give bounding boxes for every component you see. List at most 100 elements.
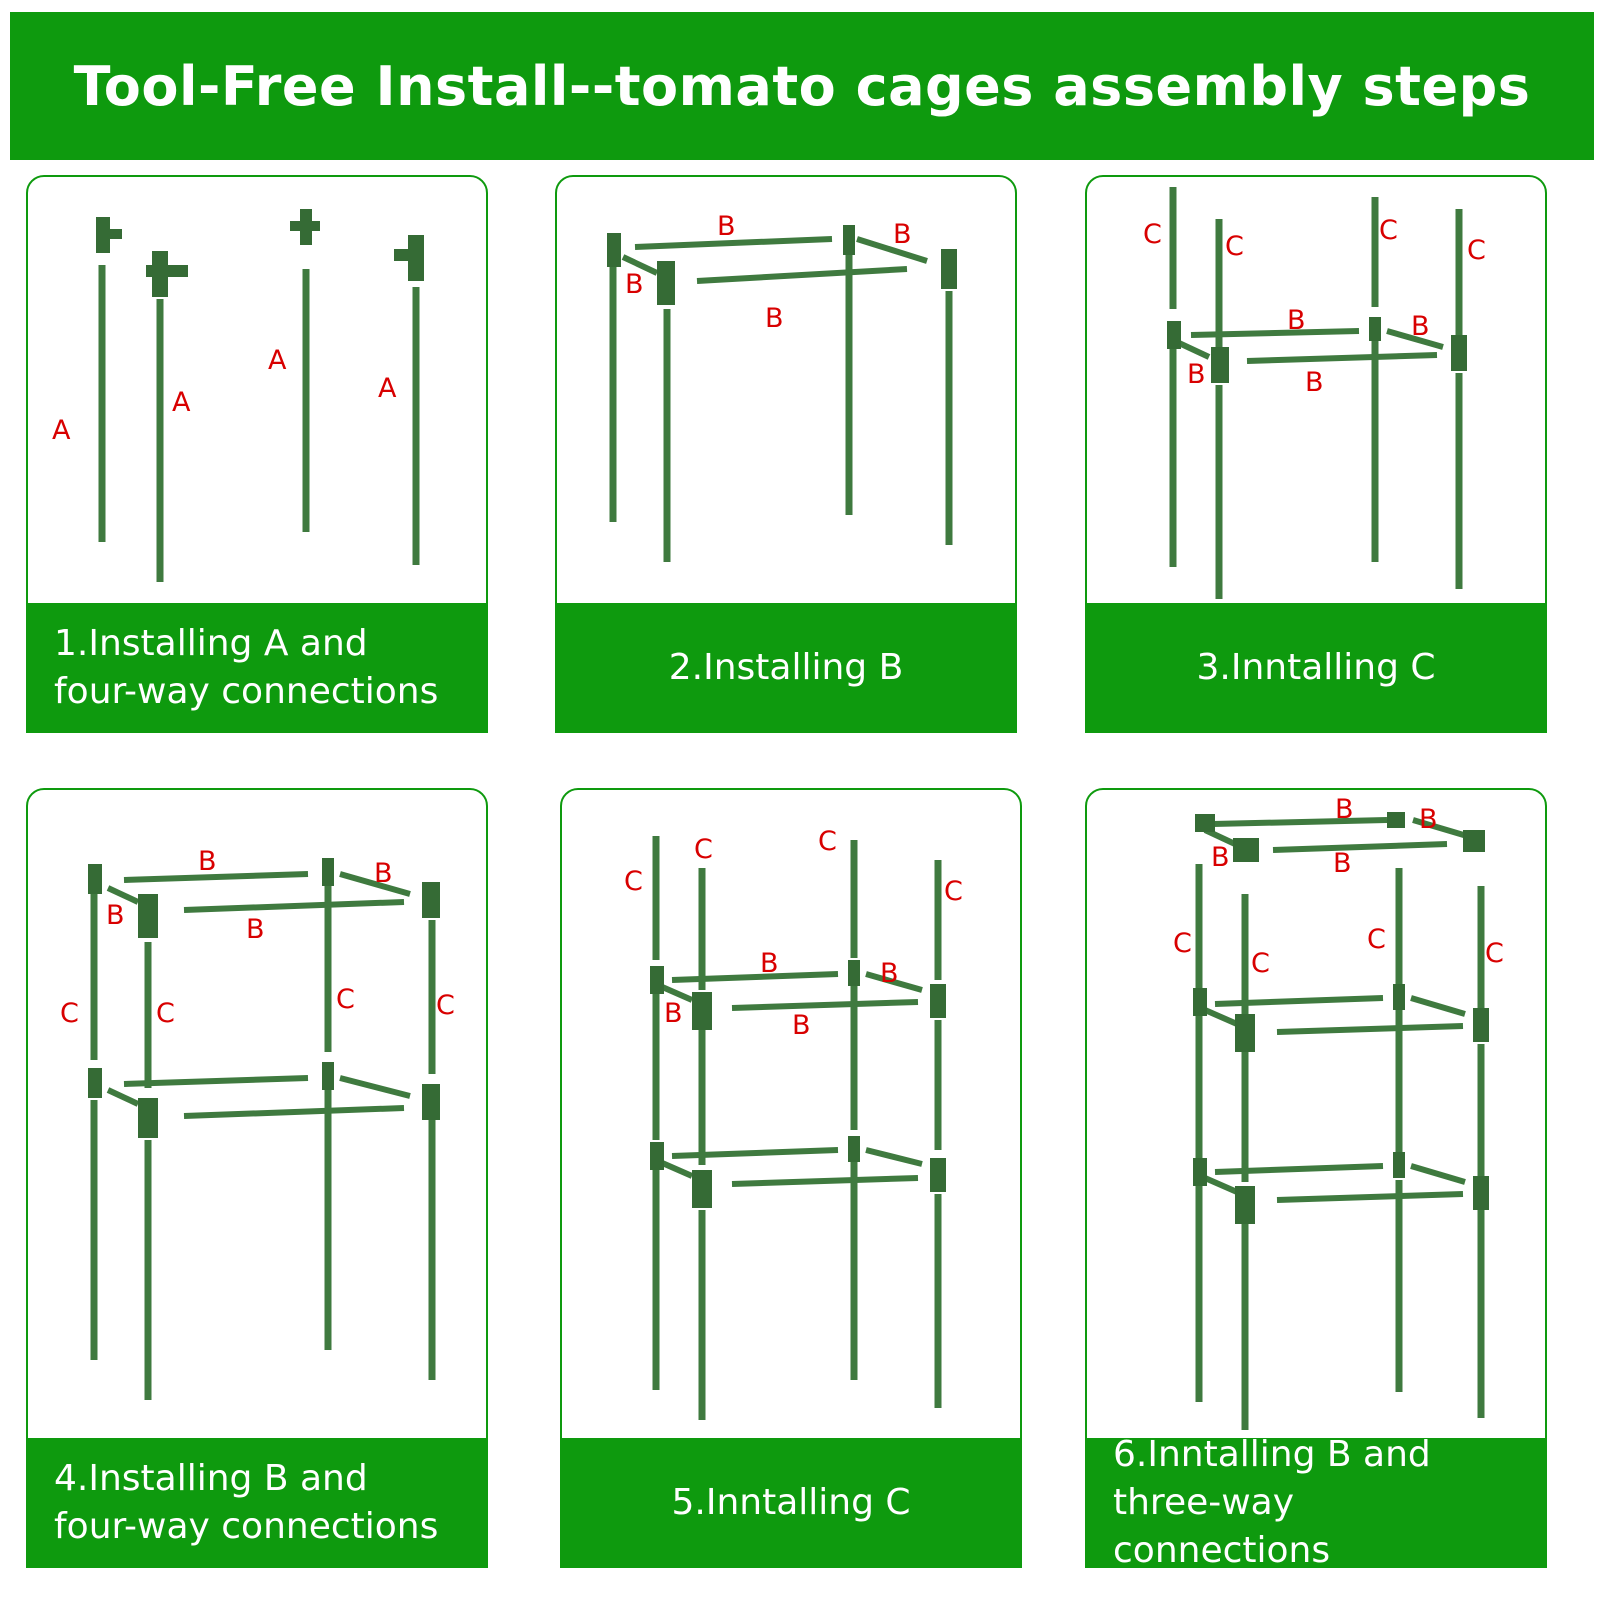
three-way-connector [1195,814,1215,832]
four-way-connector [1167,321,1181,349]
step-3-diagram: C C C C B B B B [1143,187,1486,599]
four-way-connector [322,1062,334,1090]
bar-b [634,236,833,250]
four-way-connector [1211,347,1229,383]
four-way-connector [96,229,122,239]
label-c: C [1143,219,1162,250]
label-c: C [694,834,713,865]
label-c: C [60,998,79,1029]
step-4-diagram: B B B B C C C C [60,846,455,1400]
four-way-connector [930,984,946,1018]
step-2-panel: B B B B 2.Installing B [555,175,1017,733]
four-way-connector [1235,1014,1255,1052]
four-way-connector [650,966,664,994]
bar-b [1276,1023,1464,1035]
four-way-connector [1393,1152,1405,1178]
four-way-connector [692,1170,712,1208]
four-way-connector [848,1136,860,1162]
four-way-connector [322,858,334,886]
four-way-connector [394,249,416,261]
label-a: A [172,387,191,418]
label-b: B [1187,359,1206,390]
step-5-panel: C C C C B B B B 5.Inntalling C [560,788,1022,1568]
four-way-connector [1473,1176,1489,1210]
bar-b [1203,827,1237,847]
bar-b [1203,1007,1239,1027]
four-way-connector [146,265,188,277]
four-way-connector [657,261,675,305]
title-banner: Tool-Free Install--tomato cages assembly… [10,12,1594,160]
bar-b [106,1087,140,1107]
four-way-connector [650,1142,664,1170]
bar-b [1214,995,1384,1007]
three-way-connector [1463,830,1485,852]
step-3-caption: 3.Inntalling C [1087,603,1545,731]
label-c: C [818,826,837,857]
label-b: B [1333,848,1352,879]
label-b: B [246,914,265,945]
four-way-connector [422,1084,440,1120]
four-way-connector [1473,1008,1489,1042]
bar-b [1214,1163,1384,1175]
four-way-connector [848,960,860,986]
bar-b [1412,817,1468,839]
label-c: C [1367,924,1386,955]
page-title: Tool-Free Install--tomato cages assembly… [73,54,1531,118]
step-2-diagram: B B B B [607,211,957,562]
bar-b [339,1075,411,1099]
label-b: B [765,303,784,334]
label-b: B [1305,367,1324,398]
label-c: C [1485,938,1504,969]
step-3-panel: C C C C B B B B 3.Inntalling C [1085,175,1547,733]
four-way-connector [138,1098,158,1138]
bar-b [1212,817,1388,827]
step-4-caption: 4.Installing B and four-way connections [28,1438,486,1566]
four-way-connector [1393,984,1405,1010]
step-6-diagram: B B B B C C C C [1173,794,1504,1430]
bar-b [731,1175,919,1187]
bar-b [671,1147,839,1159]
step-5-diagram: C C C C B B B B [624,826,963,1420]
four-way-connector [290,221,320,231]
label-c: C [1225,231,1244,262]
label-a: A [52,415,71,446]
step-6-panel: B B B B C C C C 6.Inntalling B and three… [1085,788,1547,1568]
bar-b [856,236,928,264]
bar-b [1272,841,1448,853]
step-6-caption: 6.Inntalling B and three-way connections [1087,1434,1545,1566]
bar-b [1276,1191,1464,1203]
bar-b [621,254,659,276]
label-b: B [1287,305,1306,336]
label-b: B [106,900,125,931]
label-b: B [664,998,683,1029]
three-way-connector [1233,838,1259,862]
bar-b [183,1105,405,1119]
label-b: B [198,846,217,877]
bar-b [1177,340,1211,360]
four-way-connector [1193,1158,1207,1186]
label-c: C [944,876,963,907]
bar-b [339,871,411,897]
four-way-connector [941,249,957,289]
four-way-connector [1235,1186,1255,1224]
step-1-panel: A A A A 1.Installing A and four-way conn… [26,175,488,733]
four-way-connector [930,1158,946,1192]
bar-b [123,871,309,883]
bar-b [865,1147,923,1167]
bar-b [1203,1175,1239,1195]
bar-b [731,999,919,1011]
step-4-panel: B B B B C C C C 4.Installing B and four-… [26,788,488,1568]
step-1-caption: 1.Installing A and four-way connections [28,603,486,731]
label-b: B [1335,794,1354,825]
label-c: C [156,998,175,1029]
label-b: B [760,948,779,979]
bar-b [1410,1163,1466,1185]
bar-b [106,885,140,905]
step-5-caption: 5.Inntalling C [562,1438,1020,1566]
bar-b [183,899,405,913]
bar-b [1246,352,1438,364]
four-way-connector [607,233,621,267]
bar-b [658,1159,694,1179]
bar-b [123,1075,309,1087]
label-b: B [717,211,736,242]
